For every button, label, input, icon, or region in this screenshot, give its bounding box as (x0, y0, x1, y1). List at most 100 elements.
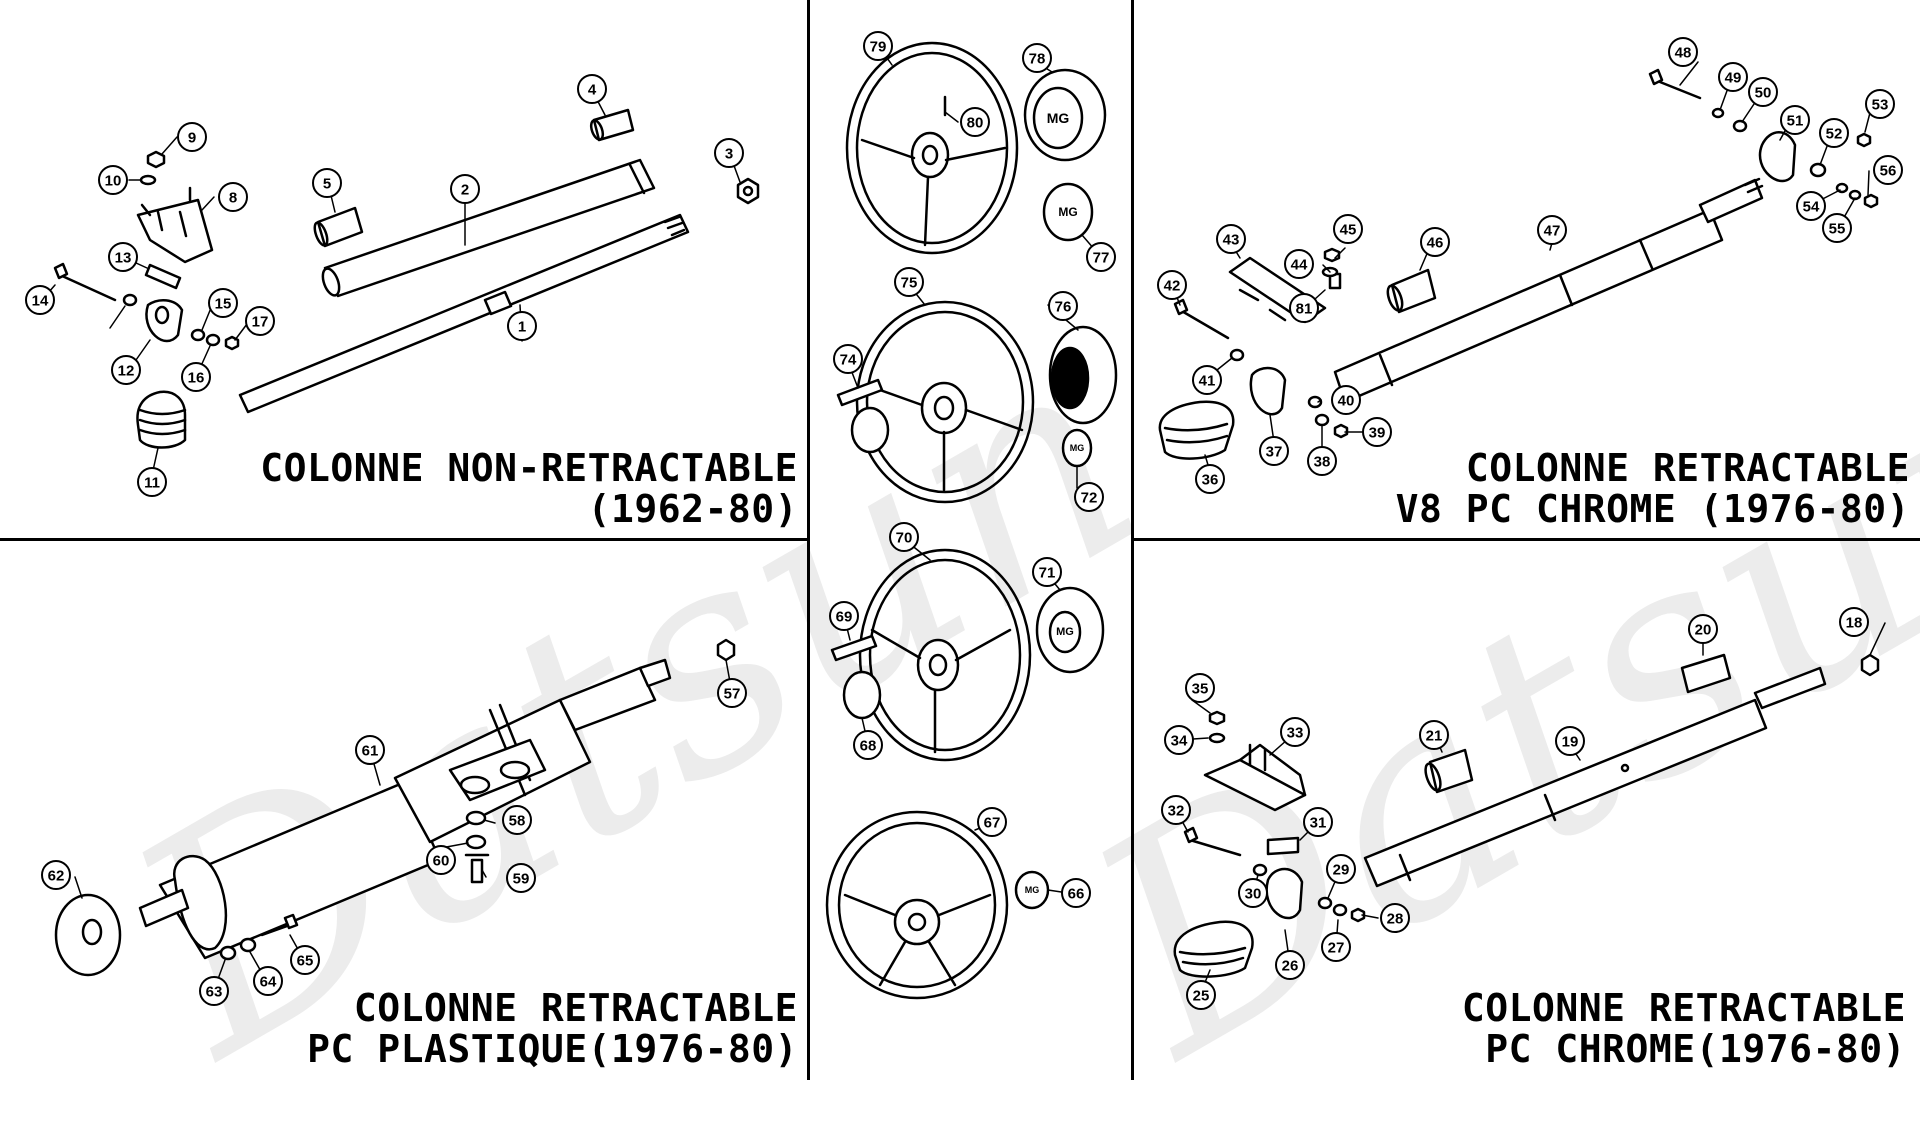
panel-title-line2: V8 PC CHROME (1976-80) (1395, 487, 1910, 531)
callout-44: 44 (1284, 249, 1314, 279)
nut-9 (146, 150, 166, 169)
callout-62: 62 (41, 860, 71, 890)
callout-number: 60 (433, 853, 450, 870)
callout-number: 11 (144, 475, 160, 492)
callout-45: 45 (1333, 214, 1363, 244)
callout-circle (977, 807, 1007, 837)
callout-65: 65 (290, 945, 320, 975)
callout-circle (25, 285, 55, 315)
callout-number: 13 (115, 250, 132, 267)
washer-34 (1208, 732, 1226, 744)
callout-circle (1839, 607, 1869, 637)
callout-57: 57 (717, 678, 747, 708)
washer-60 (465, 834, 487, 850)
callout-circle (245, 306, 275, 336)
bracket-33 (1203, 743, 1307, 812)
callout-37: 37 (1259, 436, 1289, 466)
callout-circle (1161, 795, 1191, 825)
washer-15a (122, 293, 138, 307)
washer-64 (239, 937, 257, 953)
callout-76: 76 (1048, 291, 1078, 321)
callout-42: 42 (1157, 270, 1187, 300)
panel-title-line1: COLONNE NON-RETRACTABLE (260, 446, 798, 490)
callout-2: 2 (450, 174, 480, 204)
callout-number: 30 (1245, 886, 1262, 903)
callout-69: 69 (829, 601, 859, 631)
callout-number: 28 (1387, 911, 1404, 928)
badge-77-text: MG (1058, 205, 1077, 219)
callout-circle (1192, 365, 1222, 395)
washer-52 (1809, 162, 1827, 178)
gaiter-25 (1173, 920, 1254, 978)
callout-number: 58 (509, 813, 526, 830)
callout-26: 26 (1275, 950, 1305, 980)
bush-5 (313, 206, 364, 248)
callout-number: 43 (1223, 232, 1240, 249)
callout-circle (853, 730, 883, 760)
bolt-59 (464, 853, 490, 884)
callout-circle (1865, 89, 1895, 119)
gaiter-11 (136, 390, 187, 449)
callout-40: 40 (1331, 385, 1361, 415)
callout-circle (1185, 673, 1215, 703)
callout-46: 46 (1420, 227, 1450, 257)
bush-21 (1424, 748, 1474, 794)
callout-33: 33 (1280, 717, 1310, 747)
washer-10 (139, 174, 157, 186)
callout-number: 31 (1310, 815, 1327, 832)
callout-17: 17 (245, 306, 275, 336)
callout-circle (98, 165, 128, 195)
callout-circle (1718, 62, 1748, 92)
callout-28: 28 (1380, 903, 1410, 933)
callout-number: 37 (1266, 444, 1283, 461)
callout-15: 15 (208, 288, 238, 318)
callout-56: 56 (1873, 155, 1903, 185)
callout-25: 25 (1186, 980, 1216, 1010)
callout-49: 49 (1718, 62, 1748, 92)
callout-number: 9 (188, 130, 196, 147)
callout-66: 66 (1061, 878, 1091, 908)
washer-41 (1229, 348, 1245, 362)
callout-number: 21 (1426, 728, 1443, 745)
callout-circle (1284, 249, 1314, 279)
pin-13 (144, 263, 182, 290)
callout-number: 59 (513, 871, 530, 888)
flange-62-mount (138, 854, 228, 951)
callout-number: 47 (1544, 223, 1561, 240)
divider-center-right (1131, 0, 1134, 1080)
washer-49 (1711, 107, 1725, 119)
callout-number: 51 (1787, 113, 1804, 130)
callout-circle (1216, 224, 1246, 254)
panel-title-line1: COLONNE RETRACTABLE (1465, 446, 1910, 490)
callout-circle (1195, 464, 1225, 494)
callout-35: 35 (1185, 673, 1215, 703)
callout-3: 3 (714, 138, 744, 168)
callout-circle (1321, 932, 1351, 962)
washer-40 (1307, 395, 1323, 409)
callout-79: 79 (863, 31, 893, 61)
callout-number: 40 (1338, 393, 1355, 410)
bolt-14 (53, 262, 117, 302)
callout-34: 34 (1164, 725, 1194, 755)
panel-title-top-left: COLONNE NON-RETRACTABLE(1962-80) (260, 448, 798, 530)
callout-number: 14 (32, 293, 49, 310)
washer-63 (219, 945, 237, 961)
callout-number: 8 (229, 190, 237, 207)
callout-circle (1048, 291, 1078, 321)
callout-number: 18 (1846, 615, 1863, 632)
bush-46 (1386, 268, 1437, 314)
washer-30 (1252, 863, 1268, 877)
boss-76 (1048, 325, 1118, 425)
callout-63: 63 (199, 976, 229, 1006)
pin-69 (830, 634, 878, 662)
column-19 (1363, 666, 1827, 888)
callout-circle (1303, 807, 1333, 837)
callout-number: 17 (252, 314, 269, 331)
callout-circle (1022, 43, 1052, 73)
callout-circle (1061, 878, 1091, 908)
callout-71: 71 (1032, 557, 1062, 587)
callout-number: 25 (1193, 988, 1210, 1005)
